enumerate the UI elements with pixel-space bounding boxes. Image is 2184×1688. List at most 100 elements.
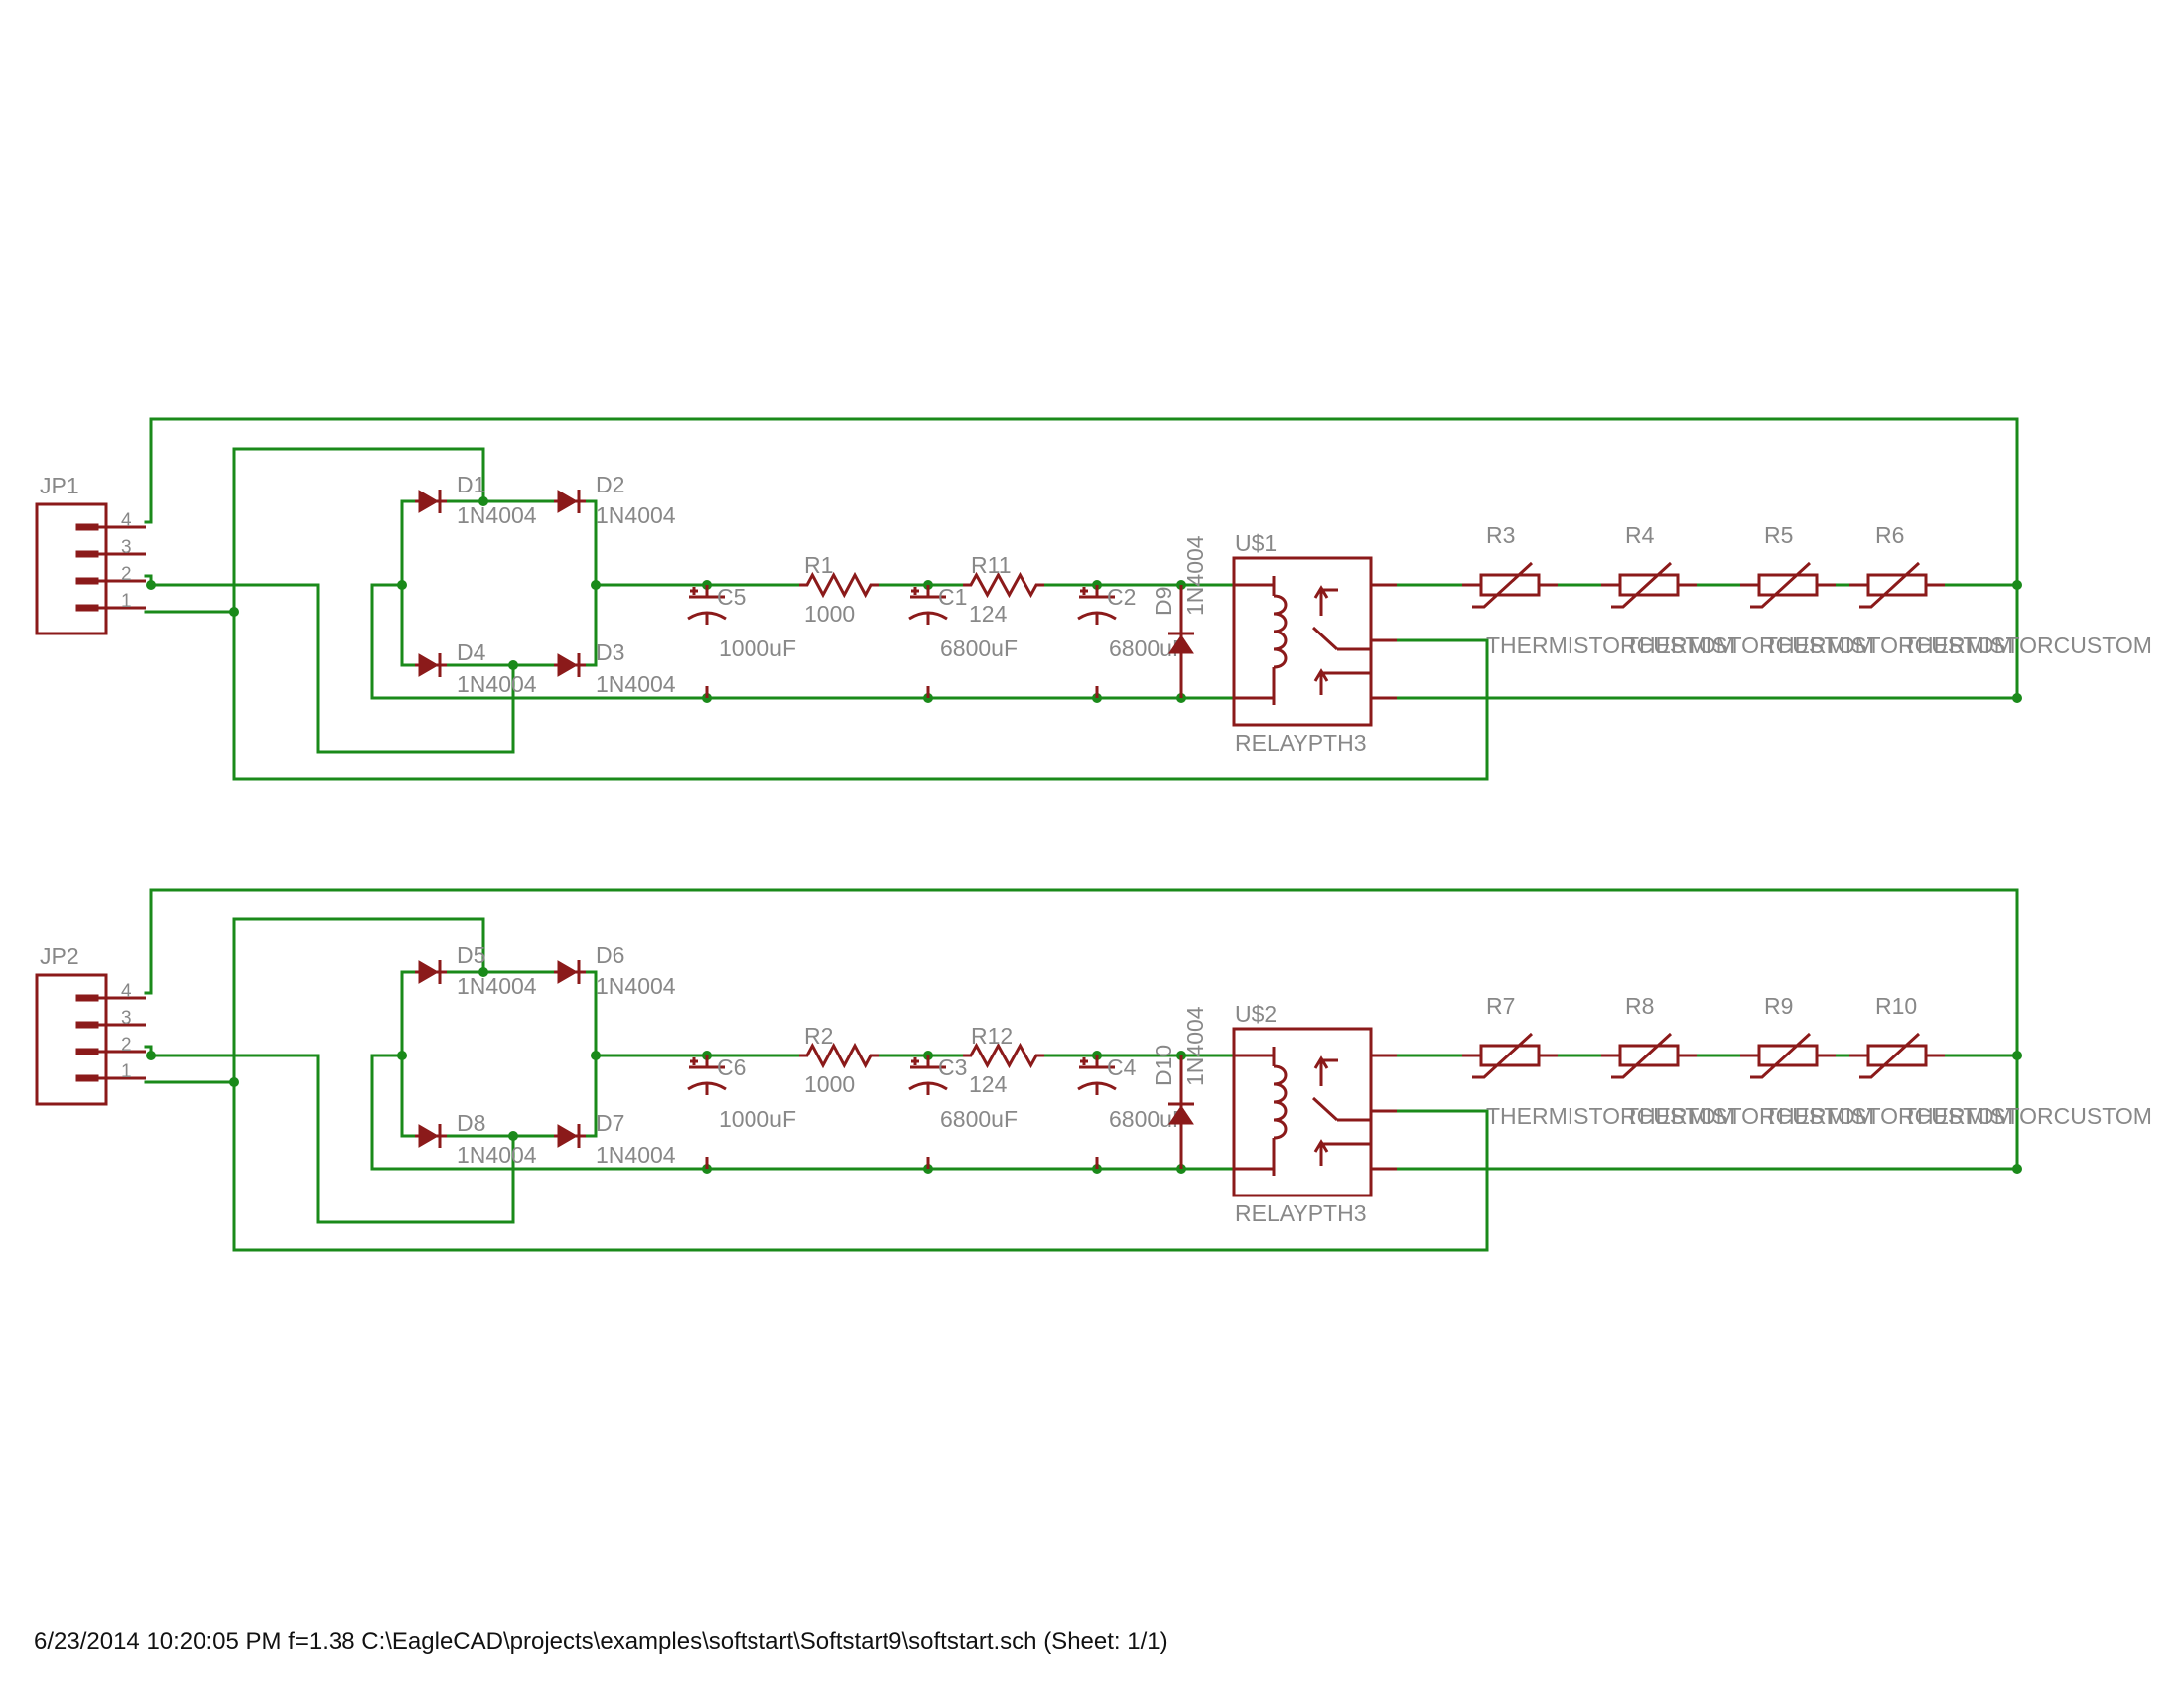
junction-dot — [508, 660, 518, 670]
diode-value: 1N4004 — [596, 1142, 676, 1168]
thermistor-value: THERMISTORCUSTOM — [1764, 1103, 2013, 1129]
junction-dot — [146, 1051, 156, 1060]
junction-dot — [591, 580, 601, 590]
relay-name: U$2 — [1235, 1001, 1277, 1027]
stage-2: JP24321D51N4004D61N4004D81N4004D71N4004C… — [35, 888, 2152, 1252]
diode-D3 — [554, 653, 586, 677]
thermistor-name: R9 — [1764, 993, 1793, 1019]
stage-1: JP14321D11N4004D21N4004D41N4004D31N4004C… — [35, 417, 2152, 781]
capacitor-name: C2 — [1107, 584, 1136, 610]
junction-dot — [508, 1131, 518, 1141]
pin-number: 2 — [121, 1035, 132, 1055]
diode-value: 1N4004 — [457, 671, 537, 697]
thermistor-value: THERMISTORCUSTOM — [1486, 633, 1735, 658]
junction-dot — [146, 580, 156, 590]
wire — [232, 917, 1489, 1252]
wire — [400, 970, 598, 1057]
diode-D8 — [415, 1124, 447, 1148]
capacitor-value: 1000uF — [719, 635, 796, 661]
diode-D5 — [415, 960, 447, 984]
thermistor-R6 — [1849, 561, 1945, 609]
diode-D10 — [1168, 1090, 1194, 1134]
resistor-name: R2 — [804, 1023, 833, 1049]
wire — [144, 417, 2019, 700]
diode-value: 1N4004 — [457, 502, 537, 528]
capacitor-name: C5 — [717, 584, 746, 610]
thermistor-name: R10 — [1875, 993, 1917, 1019]
wire — [370, 1054, 419, 1171]
thermistor-R7 — [1462, 1032, 1558, 1079]
resistor-name: R11 — [971, 552, 1012, 578]
relay-value: RELAYPTH3 — [1235, 1200, 1367, 1226]
connector-label: JP1 — [40, 473, 79, 498]
resistor-R1 — [799, 571, 879, 599]
capacitor-C1 — [908, 585, 948, 625]
diode-D2 — [554, 490, 586, 513]
thermistor-R3 — [1462, 561, 1558, 609]
diode-value: 1N4004 — [596, 671, 676, 697]
flyback-name: D10 — [1151, 1045, 1176, 1086]
capacitor-value: 6800uF — [940, 635, 1018, 661]
pin-number: 1 — [121, 1061, 132, 1082]
capacitor-C3 — [908, 1055, 948, 1095]
relay-name: U$1 — [1235, 530, 1277, 556]
junctions — [146, 967, 2022, 1174]
junction-dot — [397, 1051, 407, 1060]
diode-D6 — [554, 960, 586, 984]
wires — [144, 417, 2019, 781]
flyback-value: 1N4004 — [1182, 535, 1208, 616]
wire — [232, 447, 1489, 781]
diode-name: D1 — [457, 472, 485, 497]
diode-name: D2 — [596, 472, 624, 497]
diode-value: 1N4004 — [457, 1142, 537, 1168]
thermistor-R8 — [1601, 1032, 1697, 1079]
thermistor-value: THERMISTORCUSTOM — [1625, 1103, 1874, 1129]
thermistor-value: THERMISTORCUSTOM — [1625, 633, 1874, 658]
resistor-R12 — [963, 1042, 1044, 1069]
resistor-value: 1000 — [804, 601, 855, 627]
capacitor-name: C4 — [1107, 1055, 1137, 1080]
wire — [232, 917, 485, 974]
junction-dot — [2012, 1164, 2022, 1174]
diode-value: 1N4004 — [596, 502, 676, 528]
pin-number: 3 — [121, 537, 132, 558]
diode-D1 — [415, 490, 447, 513]
thermistor-value: THERMISTORCUSTOM — [1486, 1103, 1735, 1129]
capacitor-C6 — [687, 1055, 727, 1095]
relay-value: RELAYPTH3 — [1235, 730, 1367, 756]
capacitor-name: C6 — [717, 1055, 746, 1080]
relay-U$1 — [1232, 556, 1373, 727]
junction-dot — [478, 496, 488, 506]
thermistor-R9 — [1740, 1032, 1836, 1079]
resistor-R2 — [799, 1042, 879, 1069]
thermistor-R4 — [1601, 561, 1697, 609]
junction-dot — [229, 607, 239, 617]
wire — [370, 583, 419, 700]
diode-value: 1N4004 — [457, 973, 537, 999]
diode-name: D6 — [596, 942, 624, 968]
junction-dot — [2012, 1051, 2022, 1060]
diode-name: D8 — [457, 1110, 485, 1136]
thermistor-value: THERMISTORCUSTOM — [1903, 633, 2152, 658]
thermistor-name: R8 — [1625, 993, 1654, 1019]
junction-dot — [2012, 580, 2022, 590]
thermistor-value: THERMISTORCUSTOM — [1764, 633, 2013, 658]
resistor-value: 124 — [969, 601, 1008, 627]
diode-value: 1N4004 — [596, 973, 676, 999]
connector-JP1 — [35, 502, 146, 635]
diode-D7 — [554, 1124, 586, 1148]
connector-label: JP2 — [40, 943, 79, 969]
capacitor-C2 — [1077, 585, 1117, 625]
capacitor-C5 — [687, 585, 727, 625]
pin-number: 1 — [121, 591, 132, 612]
thermistor-name: R6 — [1875, 522, 1904, 548]
capacitor-value: 1000uF — [719, 1106, 796, 1132]
thermistor-R5 — [1740, 561, 1836, 609]
thermistor-name: R4 — [1625, 522, 1655, 548]
thermistor-R10 — [1849, 1032, 1945, 1079]
wires — [144, 888, 2019, 1252]
diode-name: D7 — [596, 1110, 624, 1136]
resistor-value: 1000 — [804, 1071, 855, 1097]
resistor-name: R1 — [804, 552, 833, 578]
pin-number: 4 — [121, 981, 132, 1002]
